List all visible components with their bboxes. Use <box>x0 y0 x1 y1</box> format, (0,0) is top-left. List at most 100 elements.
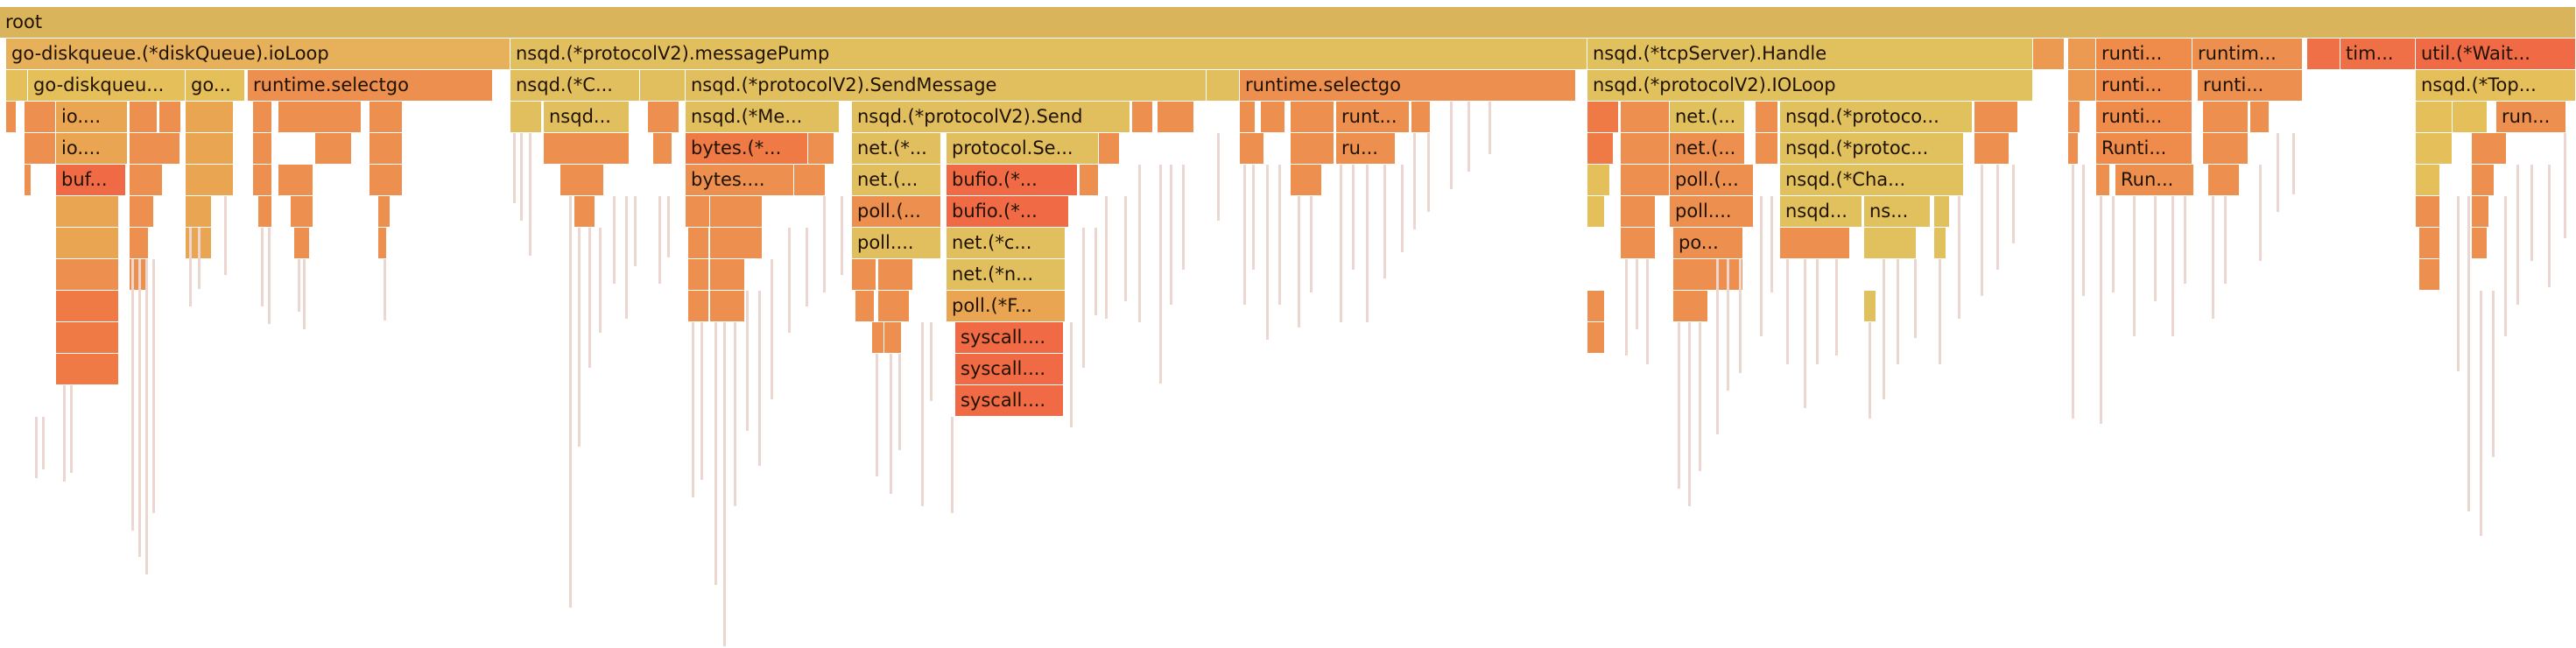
frame-stub[interactable] <box>6 70 28 102</box>
frame-poll-b[interactable]: poll.... <box>852 228 941 259</box>
frame-buf[interactable]: buf... <box>56 165 126 196</box>
frame-stub[interactable] <box>56 322 119 354</box>
frame-stub[interactable] <box>2472 165 2495 196</box>
frame-stub[interactable] <box>1207 70 1240 102</box>
frame-stub[interactable] <box>2068 39 2096 70</box>
frame-stub[interactable] <box>186 133 234 165</box>
frame-stub[interactable] <box>2416 196 2440 228</box>
frame-tcp-poll-b[interactable]: poll.... <box>1670 196 1754 228</box>
frame-net-a[interactable]: net.(*... <box>852 133 941 165</box>
frame-stub[interactable] <box>1587 291 1605 322</box>
frame-stub[interactable] <box>2453 102 2488 133</box>
frame-runti-c[interactable]: runti... <box>2198 70 2303 102</box>
frame-ru[interactable]: ru... <box>1336 133 1396 165</box>
frame-stub[interactable] <box>1673 291 1708 322</box>
frame-stub[interactable] <box>1240 102 1256 133</box>
frame-tcp-ns[interactable]: ns... <box>1864 196 1931 228</box>
frame-io-a[interactable]: io.... <box>56 102 128 133</box>
frame-stub[interactable] <box>253 102 272 133</box>
frame-stub[interactable] <box>544 133 630 165</box>
frame-stub[interactable] <box>1080 165 1099 196</box>
frame-net-n[interactable]: net.(*n... <box>947 259 1066 291</box>
frame-stub[interactable] <box>2472 133 2507 165</box>
frame-stub[interactable] <box>291 196 313 228</box>
frame-bytes-a[interactable]: bytes.(*... <box>686 133 808 165</box>
frame-stub[interactable] <box>560 165 604 196</box>
frame-stub[interactable] <box>186 102 234 133</box>
frame-stub[interactable] <box>2416 102 2453 133</box>
frame-poll-a[interactable]: poll.(... <box>852 196 941 228</box>
frame-stub[interactable] <box>710 291 745 322</box>
frame-stub[interactable] <box>808 133 834 165</box>
frame-stub[interactable] <box>1756 102 1778 133</box>
frame-stub[interactable] <box>653 133 672 165</box>
frame-stub[interactable] <box>1411 102 1431 133</box>
frame-stub[interactable] <box>1587 102 1619 133</box>
frame-syscall-b[interactable]: syscall.... <box>955 354 1064 385</box>
frame-stub[interactable] <box>1261 102 1285 133</box>
frame-stub[interactable] <box>1587 322 1605 354</box>
frame-runti-b[interactable]: runti... <box>2096 70 2192 102</box>
frame-stub[interactable] <box>794 165 826 196</box>
frame-stub[interactable] <box>1864 228 1917 259</box>
frame-stub[interactable] <box>378 228 387 259</box>
frame-stub[interactable] <box>2068 133 2079 165</box>
frame-ioloop[interactable]: nsqd.(*protocolV2).IOLoop <box>1587 70 2033 102</box>
frame-stub[interactable] <box>1158 102 1194 133</box>
frame-stub[interactable] <box>25 165 32 196</box>
frame-stub[interactable] <box>710 228 763 259</box>
frame-tcp-net-b[interactable]: net.(... <box>1670 133 1745 165</box>
frame-stub[interactable] <box>510 102 542 133</box>
frame-runti-a[interactable]: runti... <box>2096 39 2192 70</box>
frame-net-b[interactable]: net.(... <box>852 165 941 196</box>
frame-runt[interactable]: runt... <box>1336 102 1410 133</box>
frame-stub[interactable] <box>2307 39 2340 70</box>
frame-stub[interactable] <box>688 228 709 259</box>
frame-stub[interactable] <box>1291 102 1334 133</box>
frame-net-c[interactable]: net.(*c... <box>947 228 1066 259</box>
frame-stub[interactable] <box>186 196 212 228</box>
frame-stub[interactable] <box>25 102 56 133</box>
frame-diskqueue-child[interactable]: go-diskqueu... <box>28 70 186 102</box>
frame-stub[interactable] <box>1587 165 1610 196</box>
frame-send[interactable]: nsqd.(*protocolV2).Send <box>852 102 1130 133</box>
frame-stub[interactable] <box>1621 133 1670 165</box>
frame-stub[interactable] <box>2096 165 2110 196</box>
frame-stub[interactable] <box>648 102 679 133</box>
frame-nsqd-top[interactable]: nsqd.(*Top... <box>2416 70 2576 102</box>
frame-stub[interactable] <box>2419 228 2440 259</box>
frame-stub[interactable] <box>2203 102 2249 133</box>
frame-nsqd[interactable]: nsqd... <box>544 102 630 133</box>
frame-go[interactable]: go... <box>186 70 245 102</box>
frame-stub[interactable] <box>1621 228 1656 259</box>
frame-root[interactable]: root <box>0 7 2576 39</box>
frame-tcp-nsqd[interactable]: nsqd... <box>1780 196 1862 228</box>
frame-stub[interactable] <box>6 102 17 133</box>
frame-runti-e[interactable]: Runti... <box>2096 133 2192 165</box>
frame-stub[interactable] <box>56 196 119 228</box>
frame-stub[interactable] <box>2068 70 2096 102</box>
frame-stub[interactable] <box>2416 165 2440 196</box>
frame-stub[interactable] <box>370 133 403 165</box>
frame-stub[interactable] <box>1934 196 1950 228</box>
frame-sendmessage[interactable]: nsqd.(*protocolV2).SendMessage <box>686 70 1207 102</box>
frame-stub[interactable] <box>56 259 119 291</box>
frame-stub[interactable] <box>872 322 884 354</box>
frame-util-wait[interactable]: util.(*Wait... <box>2416 39 2576 70</box>
frame-diskqueue-selectgo[interactable]: runtime.selectgo <box>248 70 493 102</box>
frame-stub[interactable] <box>2203 133 2249 165</box>
frame-stub[interactable] <box>852 259 876 291</box>
frame-stub[interactable] <box>1974 133 2009 165</box>
frame-stub[interactable] <box>56 228 119 259</box>
frame-poll-F[interactable]: poll.(*F... <box>947 291 1066 322</box>
frame-stub[interactable] <box>130 228 149 259</box>
frame-stub[interactable] <box>1291 133 1334 165</box>
frame-tcp-cha[interactable]: nsqd.(*Cha... <box>1780 165 1964 196</box>
frame-stub[interactable] <box>1934 228 1946 259</box>
frame-stub[interactable] <box>278 102 362 133</box>
frame-tcp-net-a[interactable]: net.(... <box>1670 102 1745 133</box>
frame-stub[interactable] <box>370 165 403 196</box>
frame-bytes-b[interactable]: bytes.... <box>686 165 794 196</box>
frame-stub[interactable] <box>159 102 181 133</box>
frame-stub[interactable] <box>258 196 272 228</box>
